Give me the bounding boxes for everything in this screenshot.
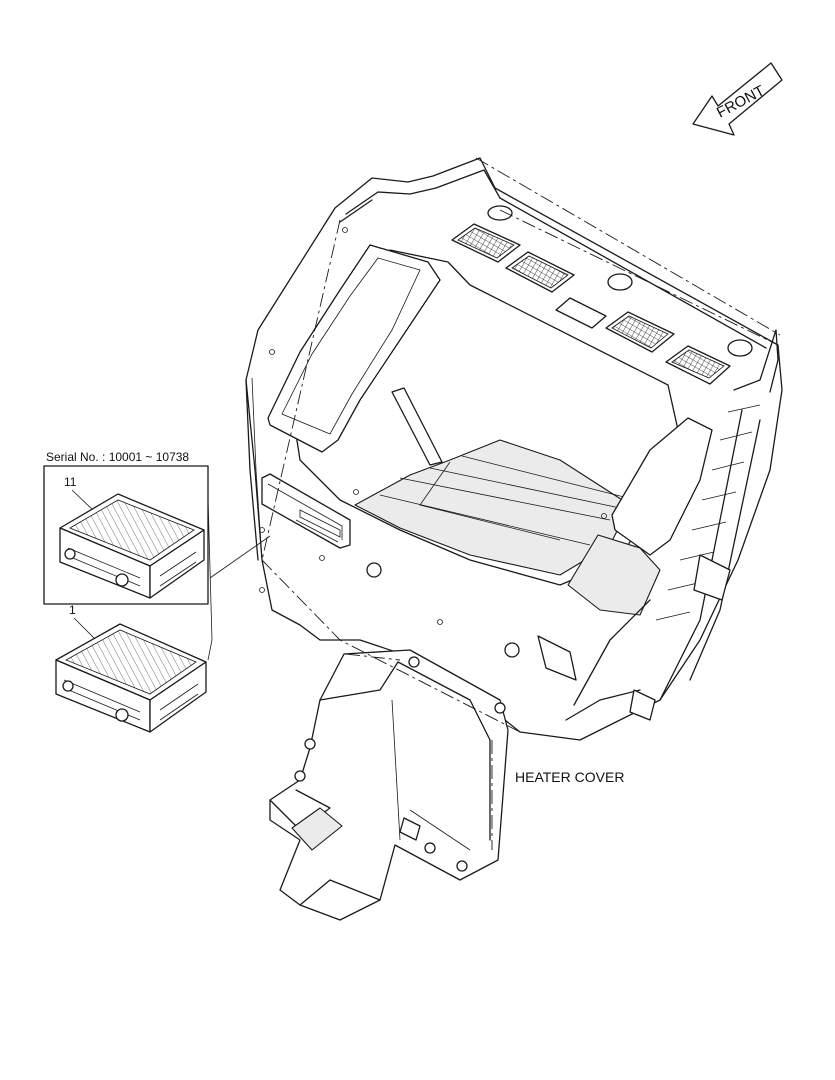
radio-unit-1: 1 — [55, 603, 207, 733]
assembly-leader-lines — [207, 157, 781, 733]
radio-unit-11 — [59, 493, 205, 599]
vent-grille-icon — [505, 251, 575, 293]
vent-grille-icon — [605, 311, 675, 353]
heater-cover-illustration — [245, 157, 783, 741]
vent-grille-icon — [665, 345, 731, 385]
vent-grille-icon — [451, 223, 521, 263]
callout-number: 1 — [69, 603, 76, 617]
front-arrow-icon: FRONT — [692, 62, 783, 136]
lower-duct-illustration — [269, 649, 509, 921]
callout-number: 11 — [64, 475, 77, 489]
serial-variant-box: Serial No. : 10001 ~ 10738 11 — [43, 450, 209, 605]
heater-cover-label: HEATER COVER — [515, 769, 624, 785]
serial-number-label: Serial No. : 10001 ~ 10738 — [46, 450, 189, 464]
